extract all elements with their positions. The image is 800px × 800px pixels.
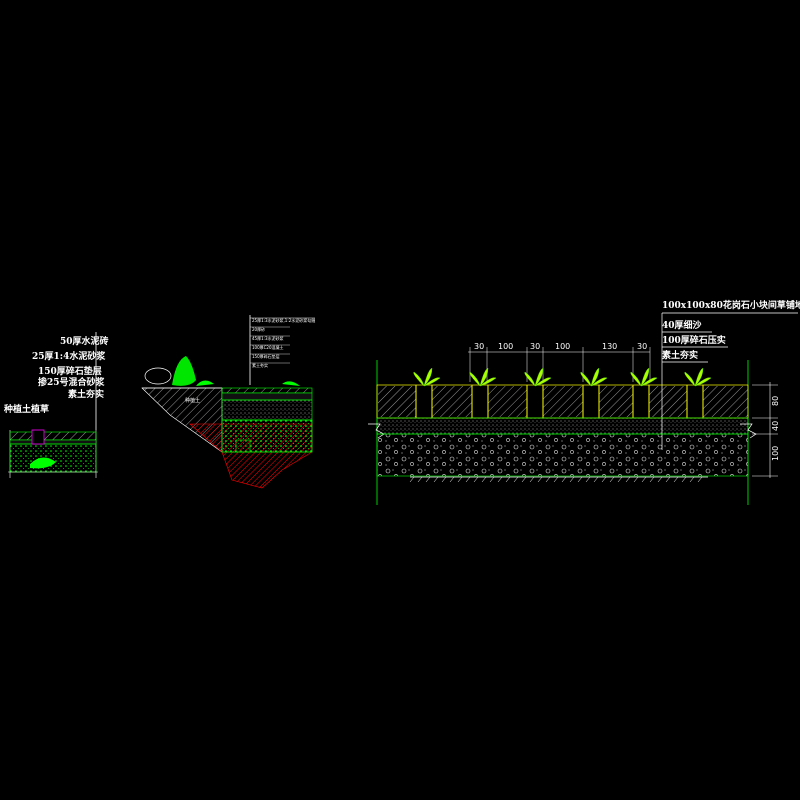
middle-label-2: 20厚砂 [252, 326, 265, 332]
right-label-4: 素土夯实 [662, 349, 698, 361]
middle-label-5: 150厚碎石垫层 [252, 353, 280, 359]
grass-plants [413, 367, 712, 387]
dim-side-1: 80 [771, 396, 780, 406]
middle-label-3: 45厚1:3水泥砂浆 [252, 335, 284, 341]
middle-label-1: 25厚1:3水泥砂浆,1:2水泥砂浆勾缝 [252, 317, 315, 323]
left-label-4: 掺25号混合砂浆 [38, 376, 106, 388]
top-dims [469, 347, 651, 382]
left-label-1: 50厚水泥砖 [60, 335, 109, 347]
middle-detail: 25厚1:3水泥砂浆,1:2水泥砂浆勾缝 20厚砂 45厚1:3水泥砂浆 100… [141, 315, 315, 489]
right-detail: 100x100x80花岗石小块间草铺地 40厚细沙 100厚碎石压实 素土夯实 … [368, 299, 800, 505]
left-side-label: 种植土植草 [3, 403, 49, 415]
dim-top-5: 130 [602, 342, 617, 351]
dim-top-6: 30 [637, 342, 647, 351]
left-label-2: 25厚1:4水泥砂浆 [32, 350, 106, 362]
dim-top-4: 100 [555, 342, 570, 351]
dim-side-2: 40 [771, 421, 780, 431]
middle-slope-label: 种植土 [185, 397, 200, 404]
middle-label-6: 素土夯实 [252, 362, 268, 368]
paver-row [376, 384, 749, 419]
right-label-1: 100x100x80花岗石小块间草铺地 [662, 299, 800, 311]
dim-side-3: 100 [771, 446, 780, 461]
left-detail: 50厚水泥砖 25厚1:4水泥砂浆 150厚碎石垫层 掺25号混合砂浆 素土夯实… [3, 332, 109, 478]
right-label-2: 40厚细沙 [662, 319, 702, 331]
dim-top-2: 100 [498, 342, 513, 351]
left-label-5: 素土夯实 [68, 388, 104, 400]
left-label-3: 150厚碎石垫层 [38, 365, 102, 377]
dim-top-1: 30 [474, 342, 484, 351]
right-label-3: 100厚碎石压实 [662, 334, 726, 346]
dim-top-3: 30 [530, 342, 540, 351]
middle-label-4: 100厚C20混凝土 [252, 344, 284, 350]
